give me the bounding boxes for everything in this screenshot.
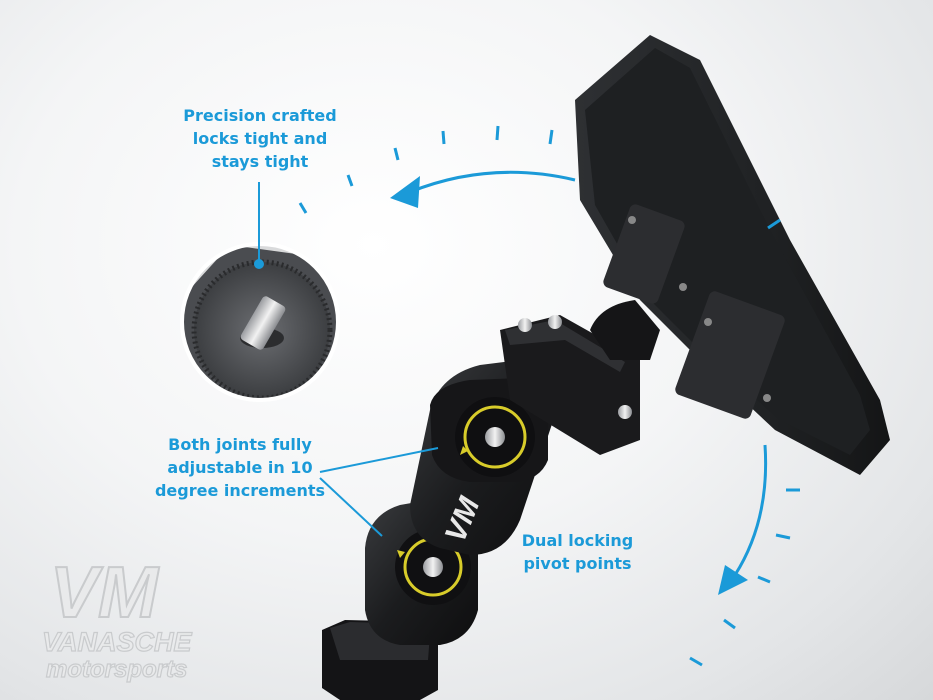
leader-dot xyxy=(254,259,264,269)
display-unit xyxy=(575,35,890,475)
callout-precision-line3: stays tight xyxy=(211,152,309,171)
callout-pivot-line1: Dual locking xyxy=(521,531,634,550)
callout-pivot-line2: pivot points xyxy=(523,554,632,573)
watermark-logo: VM xyxy=(50,555,160,633)
watermark-brand-line2: motorsports xyxy=(46,656,187,683)
curved-arrow-down-icon xyxy=(718,565,748,595)
leader-lines xyxy=(258,182,439,537)
rotation-indicator-top xyxy=(298,125,576,214)
brand-watermark: VM VANASCHE motorsports xyxy=(41,555,193,684)
rotate-arrow-icon xyxy=(397,550,405,558)
watermark-brand-line1: VANASCHE xyxy=(42,627,193,657)
detail-inset xyxy=(180,242,340,402)
callout-pivot: Dual locking pivot points xyxy=(515,529,640,575)
callout-precision-line2: locks tight and xyxy=(192,129,328,148)
connector-port xyxy=(675,291,785,419)
callout-joints-line1: Both joints fully xyxy=(168,435,312,454)
connector-port xyxy=(603,204,685,304)
rotation-indicator-right xyxy=(689,218,800,667)
callout-joints: Both joints fully adjustable in 10 degre… xyxy=(150,433,330,502)
callout-joints-line3: degree increments xyxy=(154,481,326,500)
curved-arrow-left-icon xyxy=(390,176,420,208)
callout-precision: Precision crafted locks tight and stays … xyxy=(180,104,340,173)
threaded-bolt xyxy=(240,296,286,350)
callout-joints-line2: adjustable in 10 xyxy=(167,458,313,477)
rotate-arrow-icon xyxy=(460,446,468,455)
callout-precision-line1: Precision crafted xyxy=(183,106,337,125)
mount-head xyxy=(500,300,660,455)
